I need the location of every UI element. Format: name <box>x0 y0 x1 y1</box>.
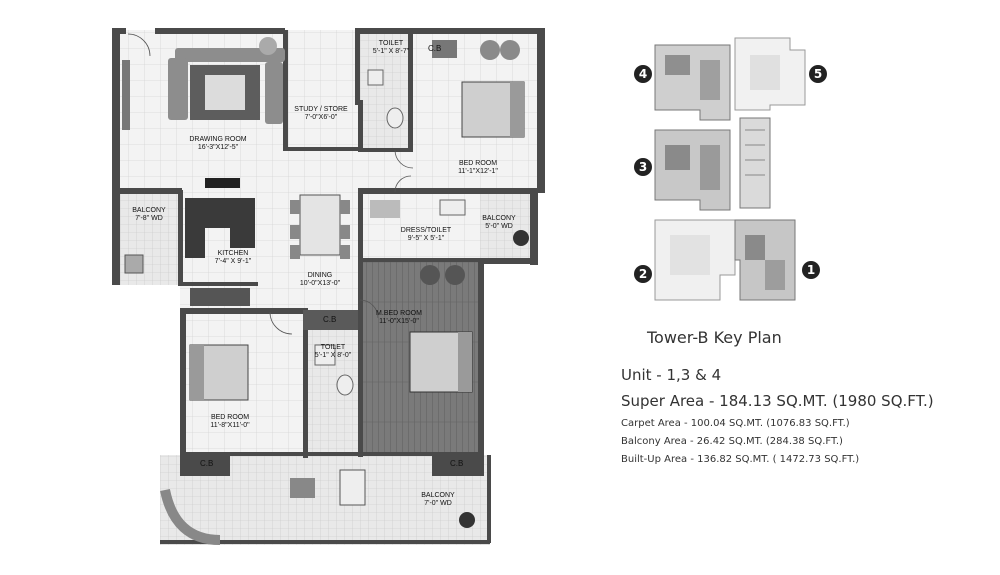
cb-label: C.B <box>200 459 214 468</box>
room-bed-room-1: BED ROOM 11'-1"X12'-1" <box>448 160 508 176</box>
carpet-area: Carpet Area - 100.04 SQ.MT. (1076.83 SQ.… <box>621 418 850 429</box>
balcony-area: Balcony Area - 26.42 SQ.MT. (284.38 SQ.F… <box>621 436 843 447</box>
cb-label: C.B <box>428 44 442 53</box>
room-name: BALCONY <box>482 215 516 222</box>
key-plan-title: Tower-B Key Plan <box>647 328 782 347</box>
room-name: BALCONY <box>421 492 455 499</box>
room-balcony-east: BALCONY 5'-0" WD <box>480 215 518 231</box>
room-master-bed-room: M.BED ROOM 11'-0"X15'-0" <box>370 310 428 326</box>
room-study-store: STUDY / STORE 7'-0"X6'-0" <box>286 106 356 122</box>
room-dim: 10'-0"X13'-0" <box>299 280 341 287</box>
room-name: STUDY / STORE <box>294 106 348 113</box>
room-dim: 7'-4" X 9'-1" <box>214 258 252 265</box>
key-plan-marker-3: 3 <box>634 158 652 176</box>
room-dim: 11'-8"X11'-0" <box>210 422 250 429</box>
room-name: TOILET <box>320 344 346 351</box>
plan-furniture <box>122 37 529 545</box>
cb-label: C.B <box>450 459 464 468</box>
room-toilet-1: TOILET 5'-1" X 8'-7" <box>366 40 416 56</box>
room-bed-room-2: BED ROOM 11'-8"X11'-0" <box>200 414 260 430</box>
room-name: BALCONY <box>132 207 166 214</box>
cb-label: C.B <box>323 315 337 324</box>
room-drawing-room: DRAWING ROOM 16'-3"X12'-5" <box>178 136 258 152</box>
room-dim: 7'-8" WD <box>135 215 163 222</box>
room-name: TOILET <box>378 40 404 47</box>
key-plan-marker-2: 2 <box>634 265 652 283</box>
room-name: BED ROOM <box>210 414 250 421</box>
room-name: DINING <box>307 272 333 279</box>
room-dim: 5'-1" X 8'-7" <box>372 48 410 55</box>
room-dim: 5'-1" X 8'-0" <box>314 352 352 359</box>
room-name: M.BED ROOM <box>376 310 422 317</box>
room-dim: 11'-1"X12'-1" <box>458 168 498 175</box>
plan-walls <box>112 28 545 544</box>
key-plan-marker-4: 4 <box>634 65 652 83</box>
super-area: Super Area - 184.13 SQ.MT. (1980 SQ.FT.) <box>621 392 934 410</box>
room-name: DRESS/TOILET <box>400 227 452 234</box>
room-toilet-2: TOILET 5'-1" X 8'-0" <box>308 344 358 360</box>
room-name: KITCHEN <box>217 250 249 257</box>
room-balcony-south: BALCONY 7'-0" WD <box>418 492 458 508</box>
key-plan-marker-5: 5 <box>809 65 827 83</box>
room-dim: 9'-5" X 5'-1" <box>407 235 445 242</box>
room-name: BED ROOM <box>458 160 498 167</box>
room-dim: 16'-3"X12'-5" <box>197 144 239 151</box>
room-dress-toilet: DRESS/TOILET 9'-5" X 5'-1" <box>396 227 456 243</box>
key-plan-marker-1: 1 <box>802 261 820 279</box>
plan-doors <box>127 33 414 335</box>
room-balcony-west: BALCONY 7'-8" WD <box>125 207 173 223</box>
room-name: DRAWING ROOM <box>189 136 247 143</box>
room-kitchen: KITCHEN 7'-4" X 9'-1" <box>205 250 261 266</box>
room-dim: 7'-0" WD <box>424 500 452 507</box>
room-dining: DINING 10'-0"X13'-0" <box>292 272 348 288</box>
room-dim: 7'-0"X6'-0" <box>304 114 338 121</box>
unit-numbers: Unit - 1,3 & 4 <box>621 366 722 384</box>
room-dim: 11'-0"X15'-0" <box>379 318 419 325</box>
key-plan-drawing <box>654 37 806 301</box>
built-up-area: Built-Up Area - 136.82 SQ.MT. ( 1472.73 … <box>621 454 860 465</box>
room-dim: 5'-0" WD <box>485 223 513 230</box>
